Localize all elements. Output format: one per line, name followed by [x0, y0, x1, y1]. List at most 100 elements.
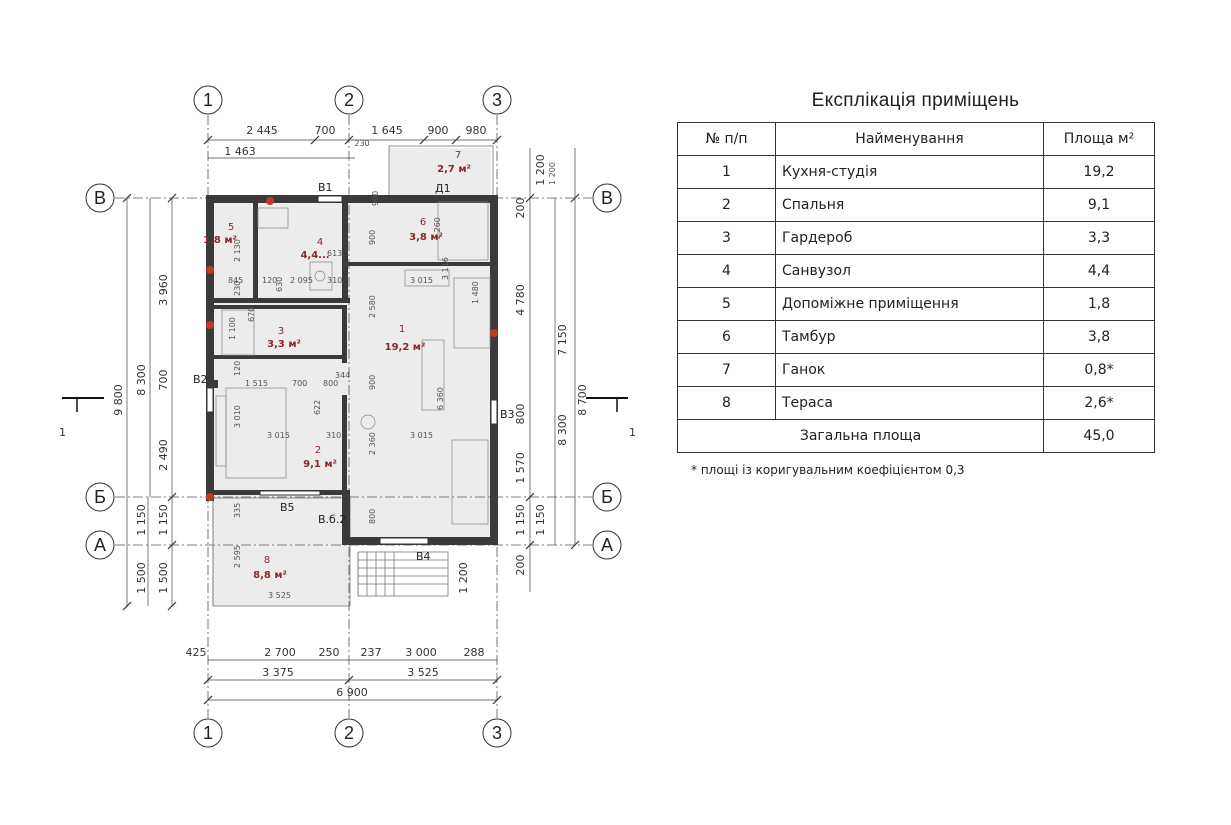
dim-bot-3: 250	[319, 646, 340, 659]
room-2-area: 9,1 м²	[303, 459, 337, 470]
axis-label-2-bottom: 2	[344, 723, 354, 743]
row-number: 4	[677, 254, 776, 288]
dim-bot-2: 2 700	[264, 646, 296, 659]
dim-int-19: 344	[335, 371, 350, 380]
row-area: 2,6*	[1043, 386, 1155, 420]
dim-int-6: 613	[327, 249, 342, 258]
dim-int-30: 3 525	[268, 591, 291, 600]
axis-label-b-left: Б	[94, 487, 106, 507]
axis-a-left	[85, 530, 115, 560]
row-name: Спальня	[775, 188, 1044, 222]
row-name: Кухня-студія	[775, 155, 1044, 189]
room-8-area: 8,8 м²	[253, 570, 287, 581]
opening-tags: В1 В2 В3 В4 В5 В.б.2 Д1	[193, 181, 515, 563]
row-number: 6	[677, 320, 776, 354]
row-number: 5	[677, 287, 776, 321]
axis-label-3-top: 3	[492, 90, 502, 110]
dims-interior: 2 130 845 120 2 095 310 230 613 900 1 2 6…	[228, 162, 557, 600]
floor-plan: 1 2 3 1 2 3 В Б А В Б А 1 1	[59, 85, 636, 748]
room-1-num: 1	[399, 324, 405, 335]
dim-int-5: 230	[233, 281, 242, 296]
col-header-area: Площа м²	[1043, 122, 1155, 156]
dim-right-3: 4 780	[514, 284, 527, 316]
dim-top-6: 1 463	[224, 145, 256, 158]
axis-label-3-bottom: 3	[492, 723, 502, 743]
axis-label-a-left: А	[94, 535, 106, 555]
window-marks	[206, 195, 498, 545]
total-label: Загальна площа	[677, 419, 1044, 453]
dim-int-0: 2 130	[233, 239, 242, 262]
red-markers	[206, 197, 498, 501]
dim-int-28: 335	[233, 503, 242, 518]
dim-bot-1: 425	[186, 646, 207, 659]
dim-top-5: 980	[466, 124, 487, 137]
dim-left-7: 1 500	[135, 562, 148, 594]
dim-left-2: 700	[157, 370, 170, 391]
row-name: Гардероб	[775, 221, 1044, 255]
dim-right-2: 200	[514, 198, 527, 219]
room-4-num: 4	[317, 237, 323, 248]
section-mark-right: 1	[629, 426, 636, 439]
row-area: 1,8	[1043, 287, 1155, 321]
dim-int-7: 900	[368, 230, 377, 245]
section-markers	[62, 397, 628, 412]
dim-top-1: 2 445	[246, 124, 278, 137]
dim-int-22: 3 010	[233, 405, 242, 428]
axis-label-1-bottom: 1	[203, 723, 213, 743]
explication-title: Експлікація приміщень	[811, 90, 1020, 111]
row-name: Тамбур	[775, 320, 1044, 354]
dim-int-21: 900	[368, 375, 377, 390]
explication-note: * площі із коригувальним коефіцієнтом 0,…	[691, 463, 965, 477]
dim-int-34: 900	[371, 191, 380, 206]
dim-int-23: 3 015	[267, 431, 290, 440]
dim-bot-total: 6 900	[336, 686, 368, 699]
dim-right-6: 1 150	[514, 504, 527, 536]
room-2-num: 2	[315, 445, 321, 456]
dim-int-15: 120	[233, 361, 242, 376]
dim-left-3: 2 490	[157, 439, 170, 471]
room-3-num: 3	[278, 326, 284, 337]
dim-int-10: 3 015	[410, 276, 433, 285]
axis-1-bottom	[193, 718, 223, 748]
dim-bot-6: 288	[464, 646, 485, 659]
floor-fills	[213, 148, 497, 606]
room-7-num: 7	[455, 150, 461, 161]
axis-3-bottom	[482, 718, 512, 748]
dim-int-18: 800	[323, 379, 338, 388]
row-number: 3	[677, 221, 776, 255]
dim-top-2: 700	[315, 124, 336, 137]
row-area: 19,2	[1043, 155, 1155, 189]
dim-int-14: 1 100	[228, 317, 237, 340]
row-area: 4,4	[1043, 254, 1155, 288]
porch-terrace	[212, 145, 494, 607]
dim-right-lower: 1 150	[534, 504, 547, 536]
dim-int-11: 2 580	[368, 295, 377, 318]
room-6-area: 3,8 м²	[409, 232, 443, 243]
dims-top: 2 445 700 1 645 900 980 1 463 230	[224, 124, 486, 158]
dim-int-12: 1 480	[471, 281, 480, 304]
dim-top-3: 1 645	[371, 124, 403, 137]
dim-left-5: 1 500	[157, 562, 170, 594]
row-number: 2	[677, 188, 776, 222]
dim-int-32: 1 200	[548, 162, 557, 185]
row-area: 3,8	[1043, 320, 1155, 354]
dim-int-16: 1 515	[245, 379, 268, 388]
dim-int-3: 2 095	[290, 276, 313, 285]
axis-label-v-right: В	[601, 188, 613, 208]
dim-int-1: 845	[228, 276, 243, 285]
dim-right-8: 1 200	[457, 562, 470, 594]
axis-v-right	[592, 183, 622, 213]
row-name: Допоміжне приміщення	[775, 287, 1044, 321]
dim-int-24: 310	[326, 431, 341, 440]
dims-left: 9 800 8 300 3 960 700 2 490 1 150 1 500 …	[112, 274, 170, 594]
axis-b-left	[85, 482, 115, 512]
interior-walls	[213, 203, 490, 495]
table-header-row: № п/п Найменування Площа м²	[677, 122, 1155, 156]
room-6-num: 6	[420, 217, 426, 228]
dim-bot-5: 3 000	[405, 646, 437, 659]
axis-bubbles	[85, 85, 622, 748]
dim-int-29: 2 595	[233, 545, 242, 568]
axis-b-right	[592, 482, 622, 512]
